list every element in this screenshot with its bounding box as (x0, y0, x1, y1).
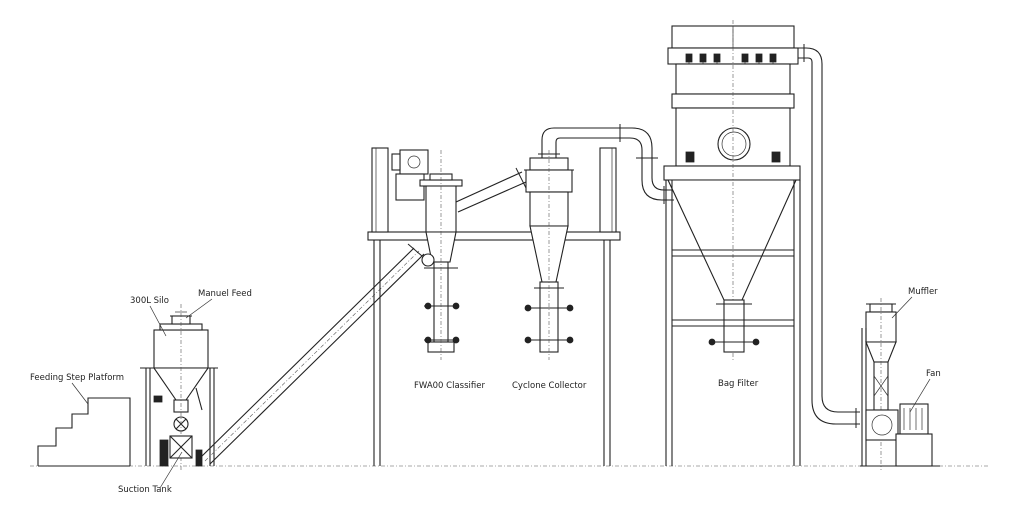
suction-tank (159, 435, 203, 467)
bag-filter (663, 20, 801, 466)
label-classifier: FWA00 Classifier (414, 381, 485, 391)
muffler (861, 298, 897, 470)
labels: Feeding Step Platform 300L Silo Manuel F… (30, 287, 941, 495)
label-manual-feed: Manuel Feed (198, 289, 252, 299)
label-cyclone: Cyclone Collector (512, 381, 587, 391)
label-suction-tank: Suction Tank (118, 485, 172, 495)
label-muffler: Muffler (908, 287, 938, 297)
classifier-unit (391, 149, 463, 360)
feeding-step-platform (37, 397, 131, 467)
classifier-platform (367, 147, 621, 466)
label-silo: 300L Silo (130, 296, 169, 306)
fan (860, 403, 940, 467)
pipe-bagfilter-fan (798, 44, 860, 428)
conveying-pipe (199, 243, 425, 465)
label-feeding-step-platform: Feeding Step Platform (30, 373, 124, 383)
cyclone-collector (524, 124, 621, 360)
pipe-classifier-cyclone (455, 167, 527, 213)
label-bag-filter: Bag Filter (718, 379, 759, 389)
label-fan: Fan (926, 369, 941, 379)
pipe-cyclone-bagfilter (620, 127, 674, 204)
silo-300l (140, 304, 218, 470)
